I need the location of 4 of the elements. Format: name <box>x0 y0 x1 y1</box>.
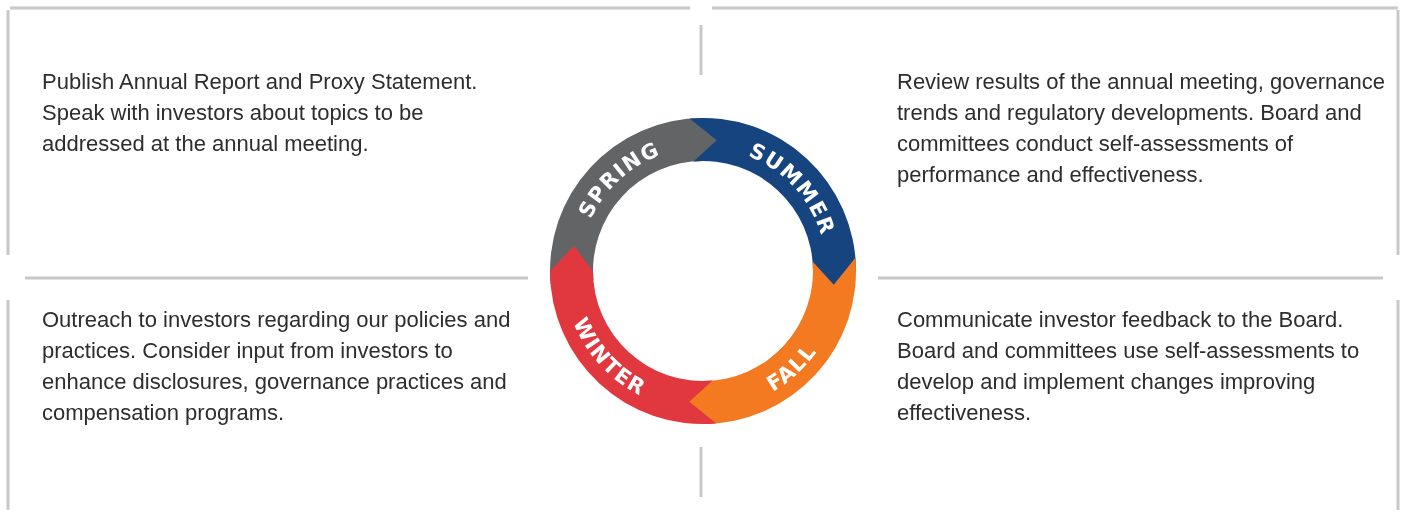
description-paragraph: Review results of the annual meeting, governance trends and regulatory developments. Board and committees conduct self-assessments of performance and effectiveness. <box>897 68 1386 189</box>
description-paragraph: Outreach to investors regarding our policies and practices. Consider input from investors to enhance disclosures, governance practices and compensation programs. <box>42 306 512 427</box>
description-paragraph: Communicate investor feedback to the Board. Board and committees use self-assessments to develop and implement changes improving effectiveness. <box>897 306 1361 427</box>
description-paragraph: Publish Annual Report and Proxy Statement. Speak with investors about topics to be addressed at the annual meeting. <box>42 68 479 158</box>
